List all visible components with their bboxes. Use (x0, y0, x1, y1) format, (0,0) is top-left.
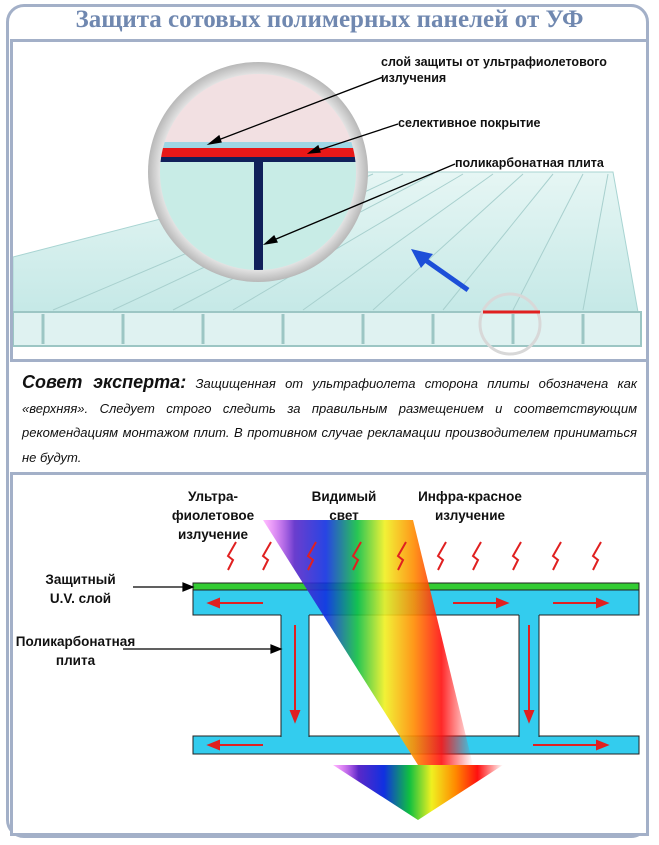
uv-radiation-label: Ультра-фиолетовое излучение (171, 489, 255, 542)
polycarbonate-sheet-label: поликарбонатная плита (455, 156, 604, 170)
uv-protection-layer-label: слой защиты от ультрафиолетового излучен… (381, 55, 607, 85)
protective-uv-layer-label: Защитный U.V. слой (45, 572, 116, 606)
visible-light-label: Видимый свет (311, 489, 377, 523)
selective-coating-label: селективное покрытие (398, 116, 541, 130)
infrared-radiation-label: Инфра-красное излучение (418, 489, 522, 523)
polycarbonate-sheet-label-bottom: Поликарбонатная плита (15, 634, 136, 668)
expert-tip: Совет эксперта: Защищенная от ультрафиол… (22, 370, 637, 470)
outer-frame (6, 4, 649, 838)
expert-tip-heading: Совет эксперта: (22, 372, 187, 392)
bottom-diagram: Ультра-фиолетовое излучение Видимый свет… (10, 472, 649, 836)
expert-tip-text: Защищенная от ультрафиолета сторона плит… (22, 376, 638, 465)
radiation-illustration (123, 520, 640, 820)
panel-illustration (13, 62, 642, 356)
page-title: Защита сотовых полимерных панелей от УФ (75, 6, 584, 33)
top-diagram: слой защиты от ультрафиолетового излучен… (10, 39, 649, 362)
